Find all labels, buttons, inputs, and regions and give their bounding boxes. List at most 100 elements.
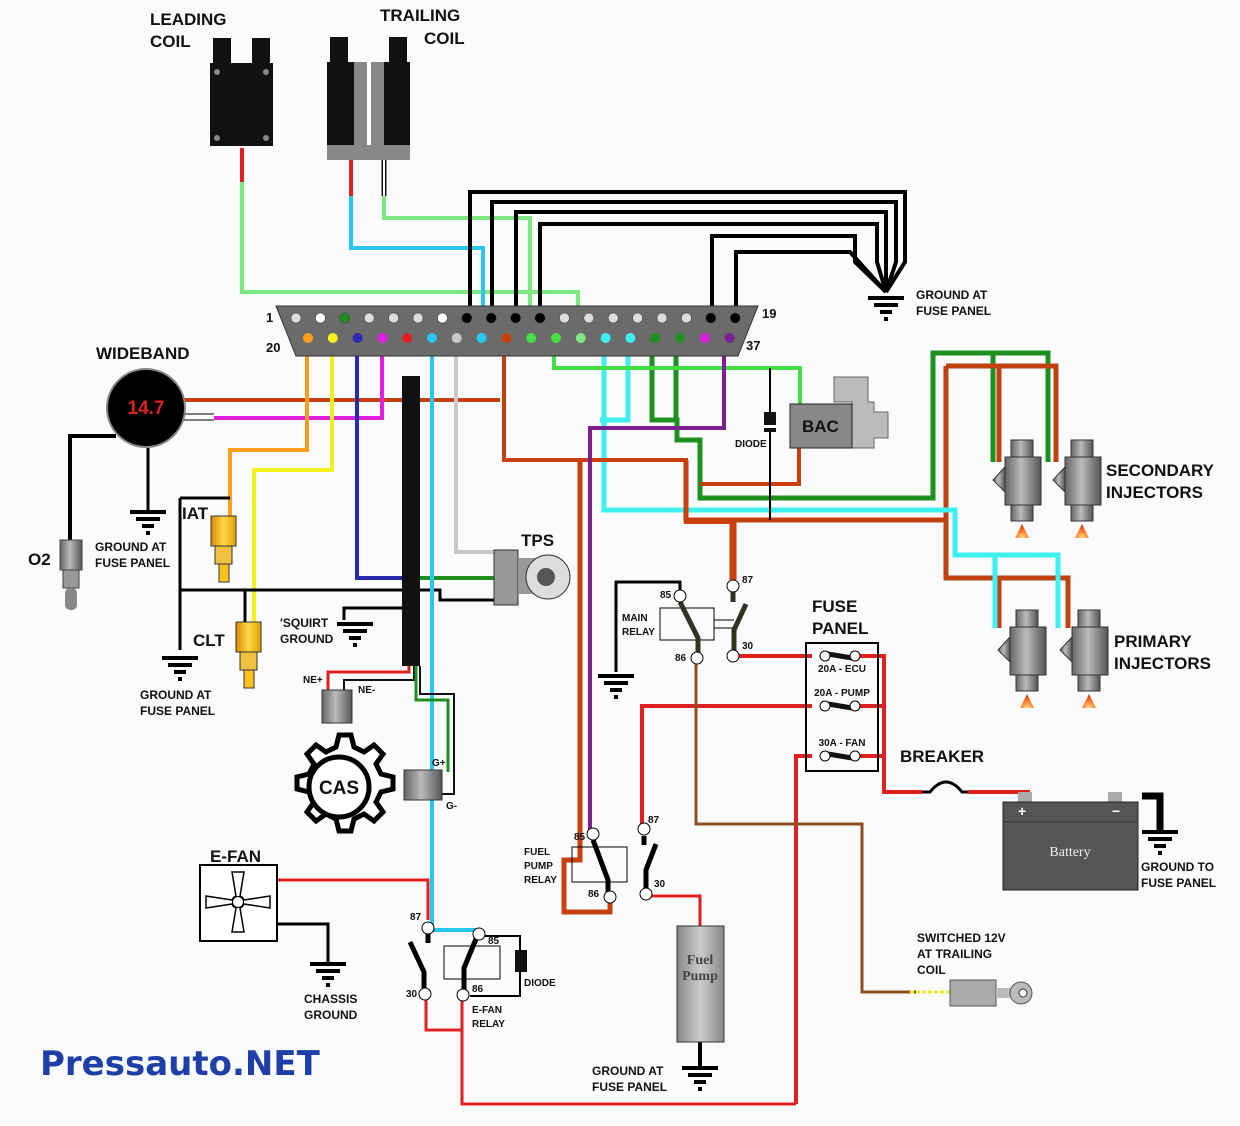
connector-pin [437, 312, 448, 324]
pin-label-37: 37 [746, 338, 760, 353]
connector-pin [303, 333, 313, 343]
wire-ne-white [343, 666, 415, 690]
cas-sensor: NE+ NE- CAS G+ G- [294, 675, 457, 834]
e-fan-label: E-FAN [210, 847, 261, 866]
trailing-coil: TRAILING COIL [327, 6, 465, 160]
wire-main-relay-ground [614, 580, 682, 672]
wire-tps-gray [454, 338, 494, 554]
ground-top-label-2: FUSE PANEL [916, 304, 991, 318]
e-fan: E-FAN [199, 847, 278, 942]
wire-injector-cyan2 [600, 338, 631, 423]
efan-relay-label-2: RELAY [472, 1019, 505, 1030]
efan-relay-pin-85: 85 [488, 936, 500, 947]
fuel-pump-label-2: Pump [682, 969, 718, 984]
wire-trailing-coil-blue [349, 196, 485, 338]
connector-pin [388, 312, 399, 324]
efan-relay-pin-30: 30 [406, 989, 418, 1000]
efan-diode-label: DIODE [524, 978, 556, 989]
connector-pin [724, 333, 735, 343]
wire-injector-cyan [601, 338, 1061, 628]
connector-pin [551, 333, 561, 343]
connector-pin [402, 333, 413, 343]
injector-icon [1059, 609, 1109, 708]
fuel-relay-pin-85: 85 [574, 832, 586, 843]
injector-icon [992, 439, 1042, 538]
wire-battery-ground [1142, 792, 1164, 830]
connector-pin [559, 312, 570, 324]
connector-pin [675, 333, 685, 343]
ground-top-label-1: GROUND AT [916, 288, 988, 302]
connector-pin [377, 333, 388, 343]
wideband-gauge: WIDEBAND 14.7 [96, 344, 190, 448]
efan-relay-pin-86: 86 [472, 984, 484, 995]
ground-o2-label-1: GROUND AT [95, 540, 167, 554]
connector-pin [534, 312, 546, 324]
connector-pin [705, 312, 717, 324]
fuse-panel-label-1: FUSE [812, 597, 857, 616]
secondary-injectors-label-1: SECONDARY [1106, 461, 1215, 480]
connector-pin [729, 312, 741, 324]
breaker-label: BREAKER [900, 747, 984, 766]
connector-pin [681, 312, 692, 324]
ground-icon [1142, 830, 1178, 855]
wire-efan-relay-power [424, 1000, 796, 1106]
connector-pin [650, 333, 661, 343]
switched-12v-label-1: SWITCHED 12V [917, 931, 1006, 945]
wideband-readout: 14.7 [128, 398, 165, 419]
fuse: 30A - FAN [819, 738, 866, 762]
ground-bundle [468, 190, 907, 318]
iat-label: IAT [182, 504, 209, 523]
trailing-coil-label-2: COIL [424, 29, 465, 48]
trailing-coil-label-1: TRAILING [380, 6, 460, 25]
switched-12v-label-3: COIL [917, 963, 946, 977]
leading-coil-label-1: LEADING [150, 10, 227, 29]
connector-pin [583, 312, 595, 324]
efan-relay-pin-87: 87 [410, 912, 422, 923]
harness-bundle [402, 376, 420, 666]
wire-efan-cyan [430, 338, 478, 932]
connector-pin [339, 312, 351, 324]
ground-icon [337, 622, 373, 647]
chassis-ground-label-1: CHASSIS [304, 992, 357, 1006]
fuse-panel-label-2: PANEL [812, 619, 868, 638]
injector-icon [1052, 439, 1102, 538]
wire-cas-green [414, 666, 450, 772]
connector-pin [451, 333, 462, 343]
iat-sensor: IAT [182, 504, 237, 583]
wire-switched-12v [694, 664, 920, 994]
primary-injectors-label-1: PRIMARY [1114, 632, 1192, 651]
fuel-relay-label-2: PUMP [524, 861, 553, 872]
ground-icon [682, 1066, 718, 1091]
connector-pins-top [290, 312, 741, 324]
cas-label: CAS [319, 778, 359, 799]
fuse: 20A - ECU [818, 650, 866, 675]
connector-pin [427, 333, 437, 343]
o2-label: O2 [28, 550, 51, 569]
fuel-relay-label-3: RELAY [524, 875, 557, 886]
connector-pin [290, 312, 302, 324]
fuse: 20A - PUMP [814, 688, 870, 712]
connector-pin [501, 333, 512, 343]
wire-injector-brown-main [943, 363, 1071, 628]
primary-injectors-label-2: INJECTORS [1114, 654, 1211, 673]
fuel-pump-label-1: Fuel [687, 953, 714, 968]
ground-battery-label-2: FUSE PANEL [1141, 876, 1216, 890]
bac-label: BAC [802, 417, 839, 436]
wire-fuel-relay-brown [561, 460, 613, 915]
leading-coil-label-2: COIL [150, 32, 191, 51]
injector-icon [997, 609, 1047, 708]
ground-clt-label-1: GROUND AT [140, 688, 212, 702]
main-relay-label-1: MAIN [622, 613, 648, 624]
fuse-label: 20A - PUMP [814, 688, 870, 699]
wire-purple [588, 338, 726, 830]
tps-sensor: TPS [493, 531, 571, 606]
connector-pin [575, 333, 586, 343]
connector-pin [625, 333, 636, 343]
wire-wideband-magenta [214, 338, 384, 420]
wire-sensor-ground [178, 496, 494, 650]
tps-label: TPS [521, 531, 554, 550]
main-relay-pin-30: 30 [742, 641, 754, 652]
fuse-label: 30A - FAN [819, 738, 866, 749]
secondary-injectors-label-2: INJECTORS [1106, 483, 1203, 502]
